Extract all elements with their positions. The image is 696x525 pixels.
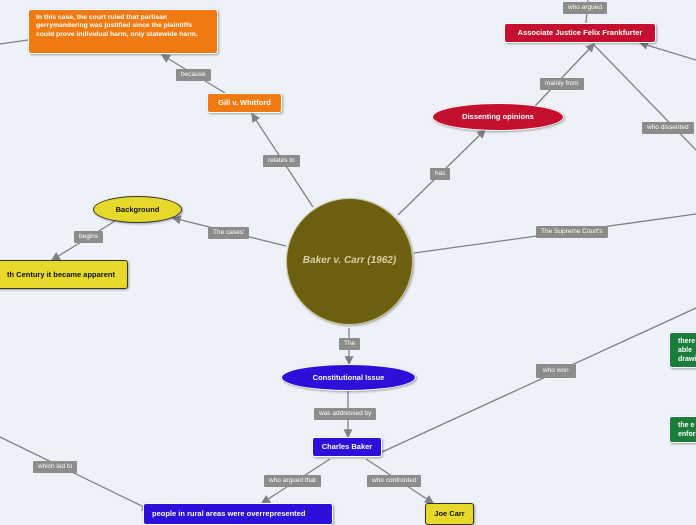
green-node-partial-2-text: the e enfor — [678, 422, 696, 438]
dissenting-opinions-node[interactable]: Dissenting opinions — [432, 103, 564, 131]
label-because: because — [176, 69, 211, 81]
gill-ruling-note[interactable]: In this case, the court ruled that parti… — [28, 9, 218, 54]
green-node-partial-1-text: there able drawi — [678, 338, 696, 363]
charles-baker-node[interactable]: Charles Baker — [312, 437, 382, 457]
century-label: th Century it became apparent — [7, 269, 115, 279]
edge-note-offscreen — [0, 39, 29, 45]
label-who-won: who won — [536, 364, 576, 378]
label-who-argued-that: who argued that — [264, 475, 321, 487]
label-who-dissented: who dissented — [642, 122, 694, 134]
joe-carr-node[interactable]: Joe Carr — [425, 503, 474, 525]
edge-frankfurter-dissented — [593, 44, 696, 151]
label-which-led-to: which led to — [33, 461, 78, 473]
central-topic[interactable]: Baker v. Carr (1962) — [286, 198, 413, 325]
constitutional-issue-label: Constitutional Issue — [312, 372, 385, 382]
constitutional-issue-node[interactable]: Constitutional Issue — [281, 364, 416, 391]
background-label: Background — [115, 204, 160, 214]
rural-overrepresented-node[interactable]: people in rural areas were overrepresent… — [143, 503, 333, 525]
label-the: The — [339, 338, 361, 350]
century-node[interactable]: th Century it became apparent — [0, 260, 128, 289]
label-who-confronted: who confronted — [367, 475, 422, 487]
edge-frankfurter-right — [638, 40, 696, 61]
green-node-partial-2[interactable]: the e enfor — [669, 416, 696, 443]
edge-charles-won — [381, 307, 696, 453]
label-relates-to: relates to — [263, 155, 300, 167]
rural-overrepresented-label: people in rural areas were overrepresent… — [152, 509, 306, 519]
label-who-argued: who argued — [563, 2, 607, 14]
frankfurter-node[interactable]: Associate Justice Felix Frankfurter — [504, 23, 656, 43]
gill-v-whitford-label: Gill v. Whitford — [218, 98, 271, 108]
label-begins: begins — [74, 231, 104, 243]
label-mainly-from: mainly from — [540, 78, 584, 90]
charles-baker-label: Charles Baker — [321, 442, 373, 452]
gill-v-whitford-node[interactable]: Gill v. Whitford — [207, 93, 282, 113]
edge-dissenting-frankfurter — [534, 43, 595, 107]
label-has: has — [430, 168, 451, 180]
edge-led-to-rural — [0, 436, 152, 511]
label-was-addressed-by: was addressed by — [314, 408, 377, 420]
dissenting-opinions-label: Dissenting opinions — [462, 112, 534, 122]
label-the-cases: The cases' — [208, 227, 250, 239]
gill-ruling-note-text: In this case, the court ruled that parti… — [36, 14, 198, 38]
central-topic-label: Baker v. Carr (1962) — [302, 255, 397, 267]
frankfurter-label: Associate Justice Felix Frankfurter — [517, 28, 643, 38]
background-node[interactable]: Background — [93, 196, 182, 223]
joe-carr-label: Joe Carr — [434, 509, 465, 519]
label-supreme-courts: The Supreme Court's — [536, 226, 608, 238]
green-node-partial-1[interactable]: there able drawi — [669, 332, 696, 368]
